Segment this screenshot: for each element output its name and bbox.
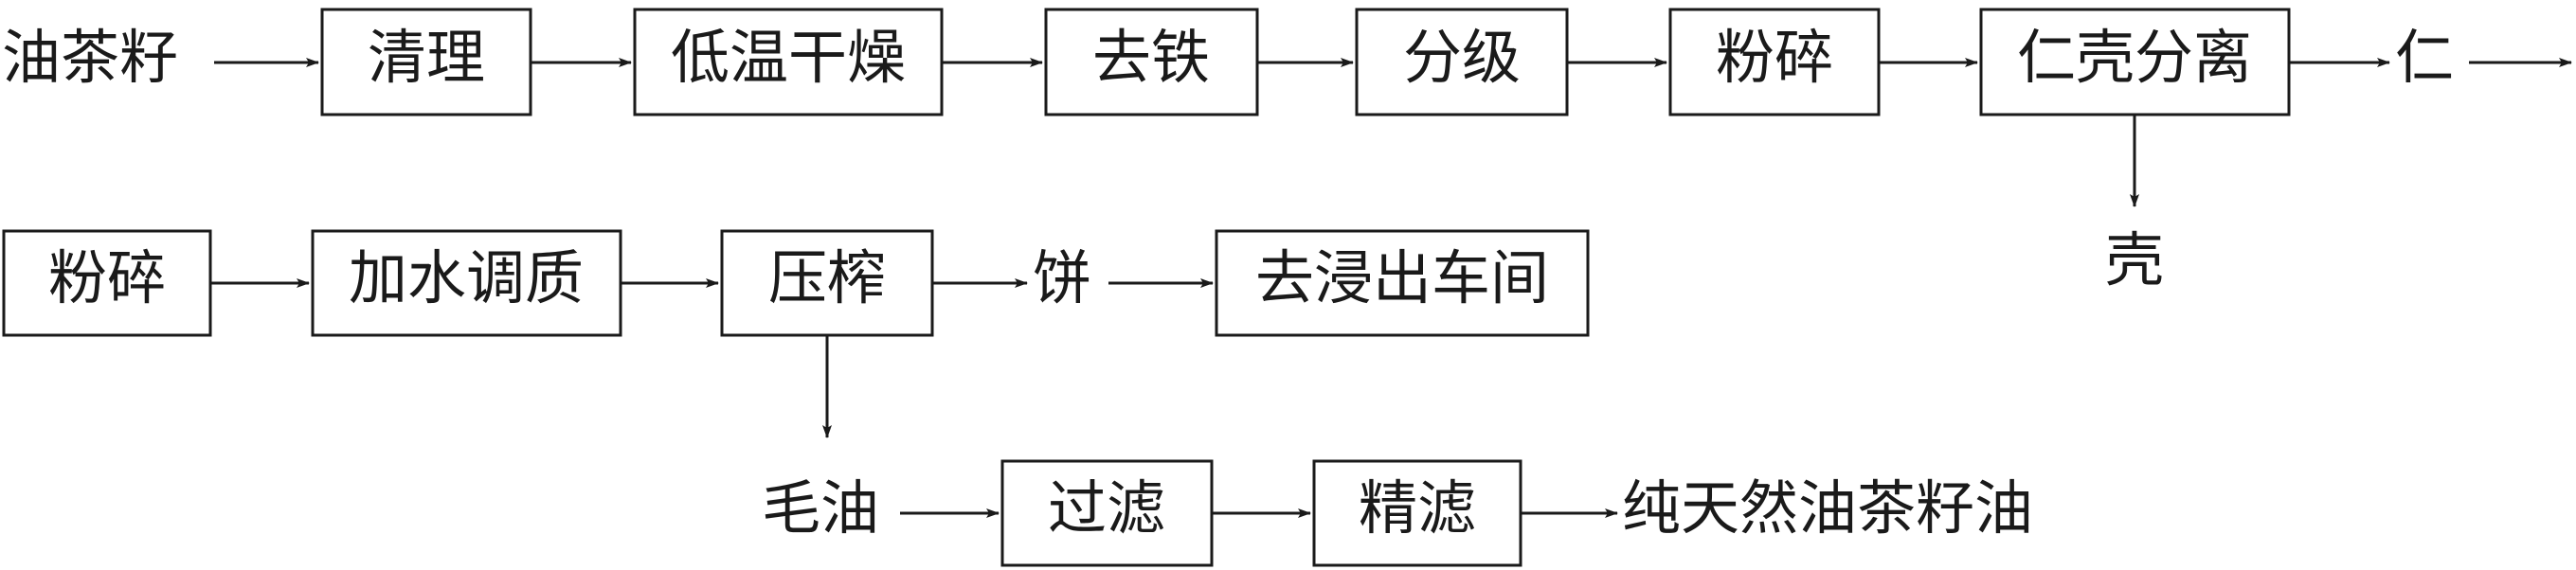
node-shell: 壳 — [2105, 225, 2164, 294]
node-kernel-shell-separation-label: 仁壳分离 — [2017, 23, 2252, 92]
node-crude-oil: 毛油 — [762, 473, 879, 543]
node-to-extraction-workshop: 去浸出车间 — [1215, 229, 1590, 337]
node-low-temp-drying-label: 低温干燥 — [671, 23, 906, 92]
node-fine-filtration-label: 精滤 — [1359, 473, 1476, 543]
node-pure-natural-camellia-oil: 纯天然油茶籽油 — [1622, 473, 2033, 543]
node-water-conditioning: 加水调质 — [311, 229, 622, 337]
node-crushing-2-label: 粉碎 — [48, 243, 166, 312]
node-filtration: 过滤 — [1000, 459, 1214, 567]
node-fine-filtration: 精滤 — [1312, 459, 1522, 567]
node-kernel-shell-separation: 仁壳分离 — [1979, 8, 2291, 116]
node-grading: 分级 — [1355, 8, 1569, 116]
node-crushing-1: 粉碎 — [1668, 8, 1881, 116]
node-cake: 饼 — [1033, 243, 1091, 312]
node-grading-label: 分级 — [1403, 23, 1521, 92]
node-iron-removal-label: 去铁 — [1092, 23, 1210, 92]
node-pressing: 压榨 — [720, 229, 934, 337]
node-oil-tea-seed: 油茶籽 — [2, 23, 178, 92]
node-pressing-label: 压榨 — [768, 243, 886, 312]
node-cleaning-label: 清理 — [368, 23, 485, 92]
node-kernel: 仁 — [2395, 23, 2454, 92]
node-cleaning: 清理 — [320, 8, 532, 116]
node-to-extraction-workshop-label: 去浸出车间 — [1255, 243, 1549, 312]
node-crushing-2: 粉碎 — [2, 229, 212, 337]
node-low-temp-drying: 低温干燥 — [633, 8, 944, 116]
node-iron-removal: 去铁 — [1044, 8, 1259, 116]
node-filtration-label: 过滤 — [1048, 473, 1165, 543]
node-water-conditioning-label: 加水调质 — [349, 243, 584, 312]
node-crushing-1-label: 粉碎 — [1716, 23, 1833, 92]
